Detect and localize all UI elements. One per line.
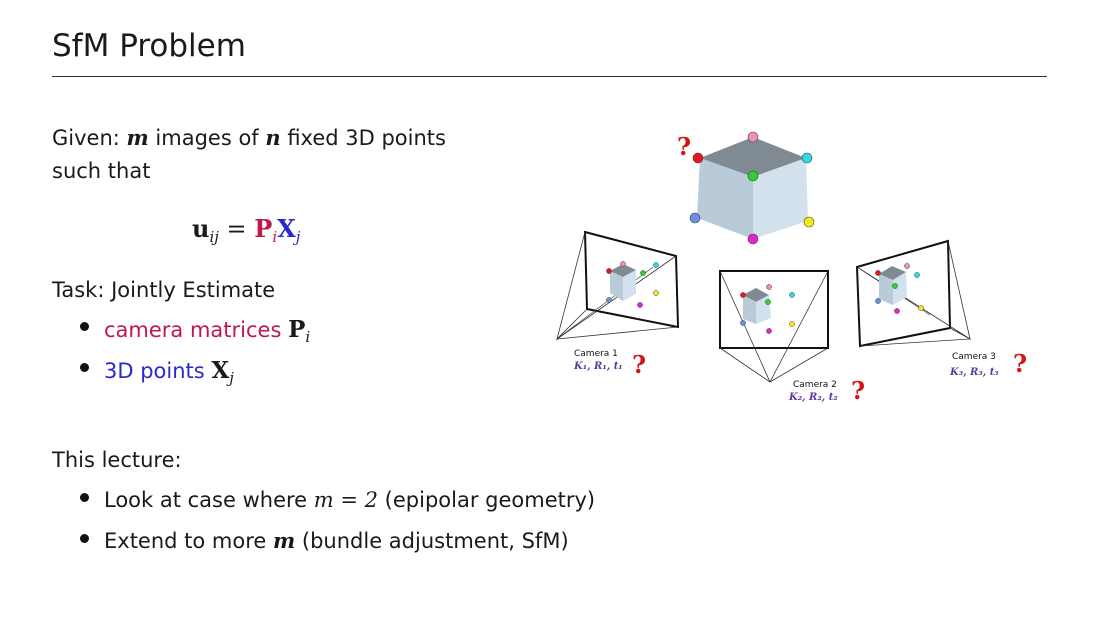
point-magenta	[747, 233, 759, 245]
task-item-camera: camera matrices Pi	[104, 314, 310, 353]
eq-u: u	[192, 214, 210, 243]
projection-equation: uij = PiXj	[192, 214, 300, 246]
given-mid-1: images of	[148, 126, 266, 150]
point-yellow	[803, 216, 815, 228]
point-cyan	[801, 152, 813, 164]
bullet-dot	[80, 322, 89, 331]
camera-2-question-mark: ?	[851, 376, 865, 405]
eq-u-sub: ij	[209, 228, 219, 246]
main-cube-points	[689, 131, 815, 245]
camera-1-params: K₁, R₁, t₁	[573, 361, 623, 372]
given-line-2: such that	[52, 159, 151, 183]
camera-2-frustum	[719, 270, 829, 383]
title-divider	[52, 76, 1047, 77]
main-cube	[697, 137, 808, 239]
lecture-item-2-math: m	[273, 528, 296, 553]
task-item-camera-sub: i	[305, 328, 311, 346]
point-green	[747, 170, 759, 182]
main-question-mark: ?	[677, 132, 691, 161]
bullet-dot	[80, 363, 89, 372]
point-blue	[689, 212, 701, 224]
slide-title: SfM Problem	[52, 28, 246, 64]
camera-2-params: K₂, R₂, t₂	[788, 392, 838, 403]
task-heading: Task: Jointly Estimate	[52, 278, 276, 302]
given-line-1: Given: m images of n fixed 3D points	[52, 122, 446, 154]
sfm-figure: ? Camera 1 K₁, R₁, t₁ ? Camera 2 K₂, R	[555, 131, 1027, 405]
lecture-item-1-math: m = 2	[313, 488, 378, 512]
lecture-item-1: Look at case where m = 2 (epipolar geome…	[104, 484, 595, 516]
camera-3-params: K₃, R₃, t₃	[949, 367, 999, 378]
task-item-camera-text: camera matrices	[104, 318, 289, 342]
task-item-camera-symbol: P	[288, 316, 306, 343]
task-item-points: 3D points Xj	[104, 355, 234, 394]
camera-3: Camera 3 K₃, R₃, t₃ ?	[855, 239, 1027, 378]
task-item-points-symbol: X	[211, 357, 230, 384]
task-item-points-sub: j	[229, 369, 234, 387]
point-pink	[747, 131, 759, 143]
bullet-dot	[80, 534, 89, 543]
given-n: n	[265, 125, 281, 150]
bullet-dot	[80, 493, 89, 502]
cube-left-face	[697, 158, 753, 239]
eq-X-sub: j	[295, 228, 301, 246]
camera-1: Camera 1 K₁, R₁, t₁ ?	[555, 230, 680, 379]
eq-X: X	[277, 214, 296, 243]
eq-P: P	[254, 214, 273, 243]
camera-1-question-mark: ?	[632, 350, 646, 379]
eq-equals: =	[218, 215, 255, 243]
camera-2: Camera 2 K₂, R₂, t₂ ?	[719, 270, 865, 405]
given-prefix: Given:	[52, 126, 127, 150]
lecture-item-2-before: Extend to more	[104, 529, 273, 553]
point-red	[692, 152, 704, 164]
task-item-points-text: 3D points	[104, 359, 212, 383]
lecture-item-1-after: (epipolar geometry)	[378, 488, 596, 512]
lecture-item-1-before: Look at case where	[104, 488, 314, 512]
camera-1-label: Camera 1	[574, 349, 618, 359]
camera-2-image-plane	[719, 270, 829, 349]
lecture-heading: This lecture:	[52, 448, 182, 472]
eq-P-sub: i	[272, 228, 278, 246]
camera-3-question-mark: ?	[1013, 349, 1027, 378]
given-m: m	[126, 125, 149, 150]
given-mid-2: fixed 3D points	[280, 126, 446, 150]
lecture-item-2: Extend to more m (bundle adjustment, SfM…	[104, 525, 569, 557]
cube-top-face	[700, 137, 806, 177]
cube-right-face	[753, 158, 808, 239]
camera-3-frustum	[856, 240, 972, 347]
camera-3-label: Camera 3	[952, 352, 996, 362]
lecture-item-2-after: (bundle adjustment, SfM)	[295, 529, 569, 553]
camera-2-label: Camera 2	[793, 380, 837, 390]
